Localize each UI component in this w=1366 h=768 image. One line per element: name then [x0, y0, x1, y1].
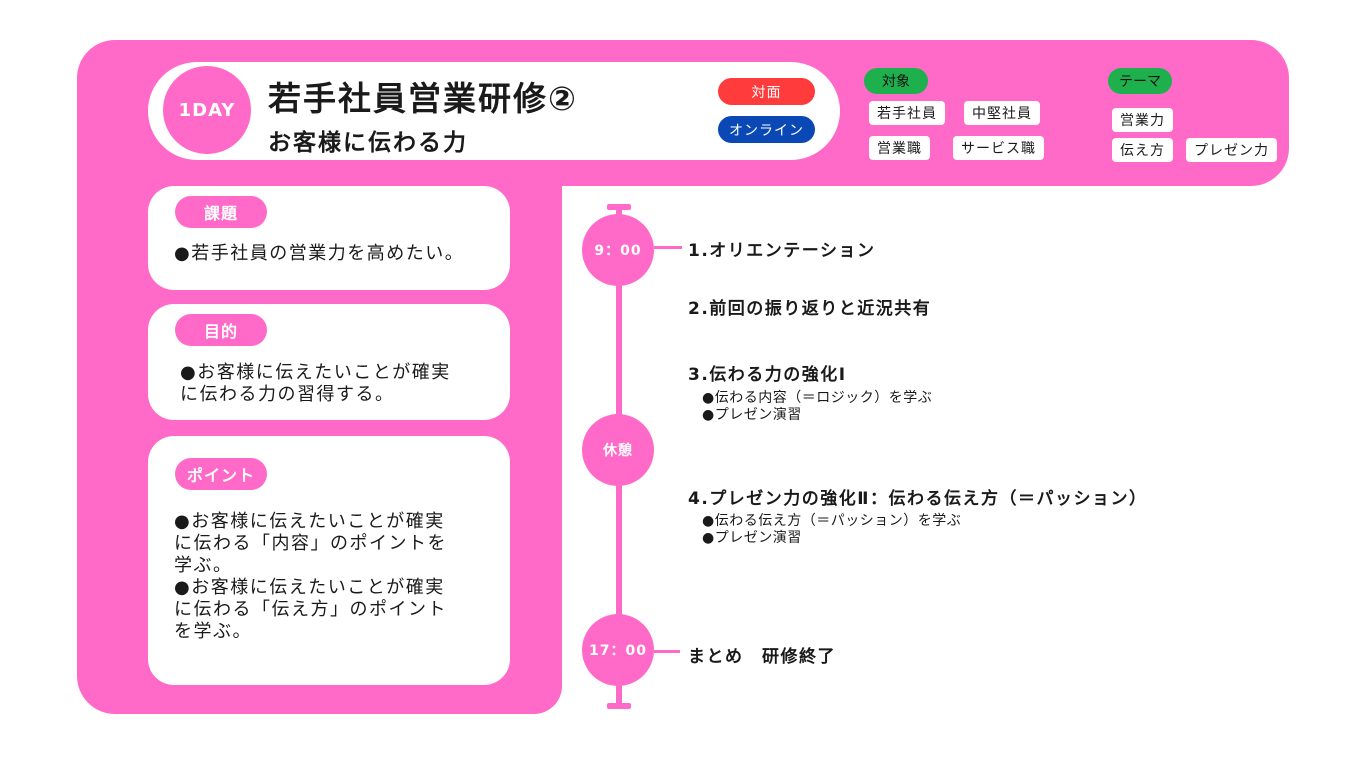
schedule-item-title: 3.伝わる力の強化Ⅰ	[688, 365, 847, 385]
purpose-label: 目的	[175, 314, 267, 346]
schedule-item-details: ●伝わる内容（＝ロジック）を学ぶ ●プレゼン演習	[702, 390, 932, 424]
theme-tag: 営業力	[1112, 108, 1173, 132]
schedule-item-detail: ●伝わる内容（＝ロジック）を学ぶ	[702, 390, 933, 406]
theme-label: テーマ	[1108, 68, 1172, 94]
schedule-item-title: 1.オリエンテーション	[688, 241, 876, 261]
audience-tag: サービス職	[953, 136, 1044, 160]
timeline-connector	[654, 650, 680, 653]
page-title: 若手社員営業研修②	[268, 79, 578, 118]
schedule-item-title: 4.プレゼン力の強化Ⅱ：伝わる伝え方（＝パッション）	[688, 489, 1148, 509]
format-in-person-badge: 対面	[718, 78, 815, 105]
timeline-cap-top	[607, 204, 631, 210]
format-online-badge: オンライン	[718, 116, 815, 143]
header-card	[148, 62, 840, 160]
purpose-text-line: ●お客様に伝えたいことが確実	[180, 362, 451, 383]
issue-label: 課題	[175, 196, 267, 228]
points-text-line: に伝わる「伝え方」のポイント	[174, 599, 447, 620]
timeline-connector	[654, 246, 682, 249]
issue-text: ●若手社員の営業力を高めたい。	[174, 243, 464, 265]
schedule-item-title: 2.前回の振り返りと近況共有	[688, 299, 932, 319]
audience-tag: 若手社員	[869, 101, 945, 125]
audience-label: 対象	[864, 68, 928, 94]
theme-tag: 伝え方	[1112, 138, 1173, 162]
schedule-item-detail: ●伝わる伝え方（＝パッション）を学ぶ	[702, 513, 962, 529]
purpose-text: ●お客様に伝えたいことが確実 に伝わる力の習得する。	[180, 362, 451, 406]
points-text-line: ●お客様に伝えたいことが確実	[174, 511, 445, 532]
points-text-line: に伝わる「内容」のポイントを	[174, 533, 447, 554]
duration-badge: 1DAY	[163, 66, 251, 154]
audience-tag: 中堅社員	[964, 101, 1040, 125]
schedule-item-detail: ●プレゼン演習	[702, 407, 802, 423]
issue-text-line: ●若手社員の営業力を高めたい。	[174, 243, 465, 264]
schedule-item-details: ●伝わる伝え方（＝パッション）を学ぶ ●プレゼン演習	[702, 513, 961, 547]
theme-tag: プレゼン力	[1186, 138, 1277, 162]
points-label: ポイント	[175, 458, 267, 490]
points-text: ●お客様に伝えたいことが確実 に伝わる「内容」のポイントを 学ぶ。 ●お客様に伝…	[174, 511, 447, 643]
page-subtitle: お客様に伝わる力	[268, 130, 468, 156]
audience-tag: 営業職	[869, 136, 930, 160]
purpose-text-line: に伝わる力の習得する。	[180, 384, 395, 405]
time-node-start: 9：00	[582, 214, 654, 286]
schedule-item-detail: ●プレゼン演習	[702, 530, 802, 546]
timeline-cap-bottom	[607, 703, 631, 709]
time-node-end: 17：00	[582, 614, 654, 686]
break-node: 休憩	[582, 414, 654, 486]
points-text-line: ●お客様に伝えたいことが確実	[174, 577, 445, 598]
points-text-line: を学ぶ。	[174, 621, 252, 642]
schedule-item-title: まとめ 研修終了	[688, 647, 836, 667]
points-text-line: 学ぶ。	[174, 555, 233, 576]
